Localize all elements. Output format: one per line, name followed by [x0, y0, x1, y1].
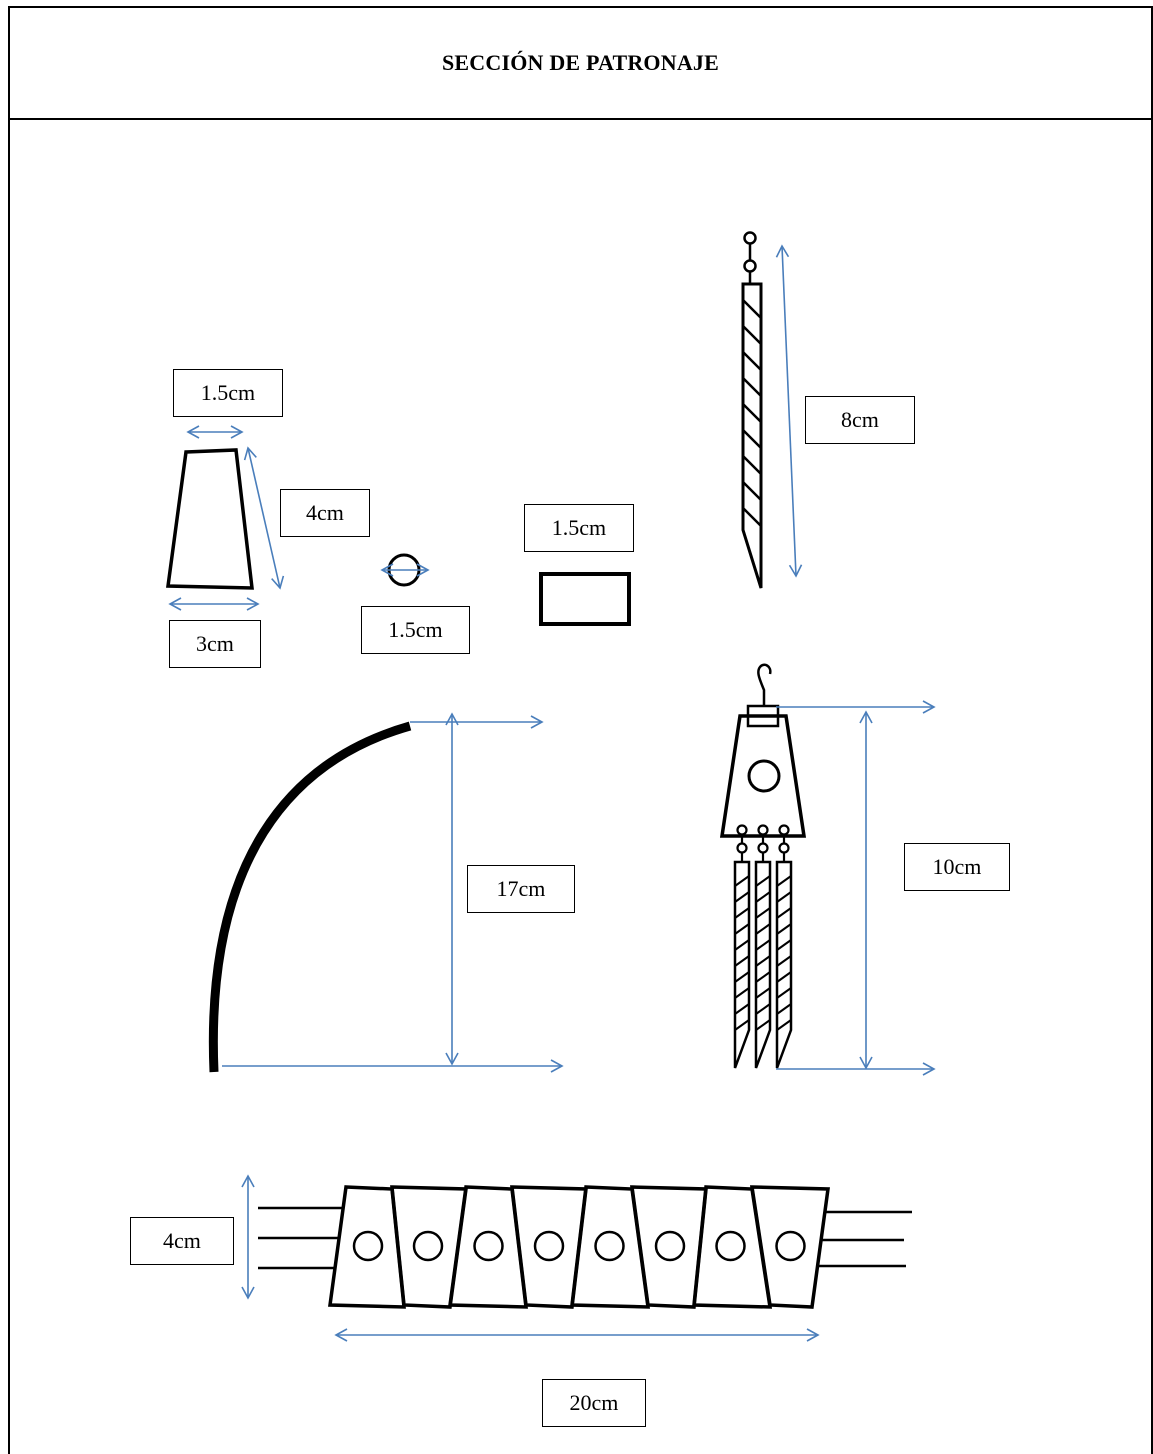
label-rect-width: 1.5cm	[524, 504, 634, 552]
label-trap-height: 4cm	[280, 489, 370, 537]
page-title: SECCIÓN DE PATRONAJE	[442, 50, 719, 75]
trapezoid-piece	[166, 448, 254, 590]
label-earring-length: 10cm	[904, 843, 1010, 891]
rectangle-piece	[539, 572, 631, 626]
label-belt-length: 20cm	[542, 1379, 646, 1427]
trap-side-arrow	[243, 446, 285, 590]
stick-piece	[741, 231, 763, 589]
ring-piece	[380, 553, 430, 587]
header-box: SECCIÓN DE PATRONAJE	[8, 6, 1153, 120]
label-arc-height: 17cm	[467, 865, 575, 913]
earring-piece	[719, 663, 807, 1069]
label-stick-length: 8cm	[805, 396, 915, 444]
label-ring-diameter: 1.5cm	[361, 606, 470, 654]
arc-piece	[208, 721, 412, 1073]
label-trap-bottom-width: 3cm	[169, 620, 261, 668]
label-belt-height: 4cm	[130, 1217, 234, 1265]
belt-piece	[258, 1185, 912, 1309]
label-trap-top-width: 1.5cm	[173, 369, 283, 417]
stick-length-arrow	[775, 244, 803, 578]
